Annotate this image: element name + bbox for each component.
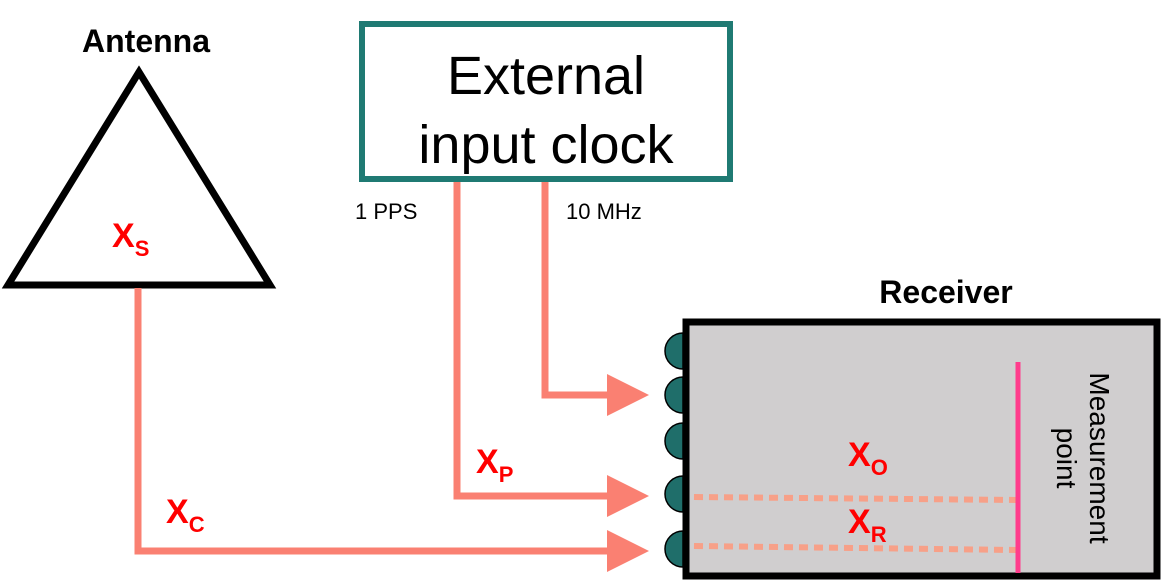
pps-cable xyxy=(453,182,649,517)
receiver-title: Receiver xyxy=(879,274,1012,310)
clock-label-line2: input clock xyxy=(418,115,674,175)
receiver-delay-label: XR xyxy=(848,503,887,547)
connector xyxy=(664,376,684,414)
pps-delay-label: XP xyxy=(476,443,513,487)
connector xyxy=(664,475,684,513)
measurement-label-line2: point xyxy=(1051,428,1082,489)
offset-delay-label: XO xyxy=(848,436,888,480)
connector xyxy=(664,530,684,568)
external-clock-box xyxy=(359,21,733,182)
receiver-connectors xyxy=(664,332,684,568)
connector xyxy=(664,332,684,370)
offset-dotted-line xyxy=(693,494,1019,503)
antenna-delay-label: XS xyxy=(112,217,149,261)
antenna-title: Antenna xyxy=(82,23,210,59)
antenna-triangle xyxy=(1,65,277,289)
connector xyxy=(664,422,684,460)
receiver-box xyxy=(682,318,1161,580)
clock-label-line1: External xyxy=(447,46,645,106)
cable-delay-label: XC xyxy=(166,493,205,537)
measurement-label-line1: Measurement xyxy=(1084,372,1115,543)
ten-mhz-cable xyxy=(541,182,649,416)
antenna-cable xyxy=(134,288,649,572)
receiver-dotted-line xyxy=(693,543,1019,553)
pps-output-label: 1 PPS xyxy=(355,199,417,224)
ten-mhz-output-label: 10 MHz xyxy=(566,199,642,224)
